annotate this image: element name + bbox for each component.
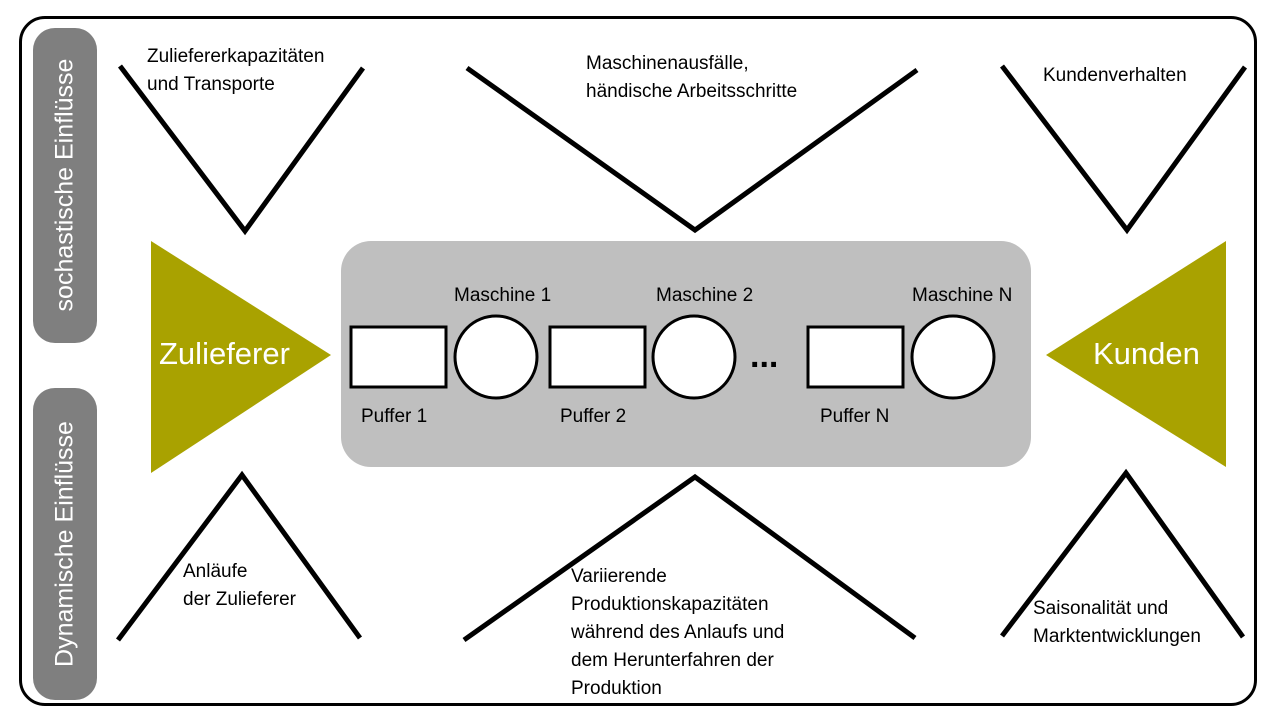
- top-left-v-shape: [118, 64, 366, 236]
- top-right-influence-line-1: Kundenverhalten: [1043, 65, 1187, 86]
- bottom-left-caret-shape: [116, 470, 363, 642]
- top-right-v-shape: [1000, 64, 1248, 235]
- buffer-n-box: [806, 325, 905, 389]
- top-center-influence-line-1: Maschinenausfälle,: [586, 53, 749, 74]
- machine-2-label: Maschine 2: [656, 285, 754, 306]
- machine-2-circle: [651, 314, 737, 400]
- machine-n-label: Maschine N: [912, 285, 1013, 306]
- top-center-influence-line-2: händische Arbeitsschritte: [586, 81, 798, 102]
- buffer-2-label: Puffer 2: [560, 406, 627, 427]
- buffer-1-box: [349, 325, 448, 389]
- dynamic-influences-pill: [33, 388, 97, 700]
- top-center-v-shape: [465, 65, 919, 234]
- customer-label: Kunden: [1093, 336, 1200, 371]
- bottom-left-influence-line-1: Anläufe: [183, 561, 248, 582]
- machine-n-circle: [910, 314, 996, 400]
- bottom-center-influence-line-5: Produktion: [571, 678, 662, 699]
- bottom-center-influence-line-2: Produktionskapazitäten: [571, 594, 769, 615]
- buffer-n-label: Puffer N: [820, 406, 890, 427]
- bottom-right-influence-line-2: Marktentwicklungen: [1033, 626, 1201, 647]
- machine-1-circle: [453, 314, 539, 400]
- stochastic-influences-pill: [33, 28, 97, 343]
- outer-frame: [19, 16, 1257, 706]
- process-ellipsis: ...: [750, 337, 779, 375]
- buffer-2-box: [548, 325, 647, 389]
- bottom-center-influence-line-3: während des Anlaufs und: [571, 622, 785, 643]
- top-left-influence-line-2: und Transporte: [147, 74, 275, 95]
- top-left-influence-line-1: Zuliefererkapazitäten: [147, 46, 325, 67]
- supplier-label: Zulieferer: [159, 336, 290, 371]
- bottom-center-caret-shape: [462, 473, 917, 643]
- buffer-1-label: Puffer 1: [361, 406, 428, 427]
- bottom-center-influence-line-1: Variierende: [571, 566, 667, 587]
- machine-1-label: Maschine 1: [454, 285, 552, 306]
- bottom-right-influence-line-1: Saisonalität und: [1033, 598, 1169, 619]
- supplier-triangle: [151, 241, 331, 473]
- bottom-center-influence-line-4: dem Herunterfahren der: [571, 650, 774, 671]
- bottom-left-influence-line-2: der Zulieferer: [183, 589, 296, 610]
- customer-triangle: [1046, 241, 1226, 467]
- bottom-right-caret-shape: [1000, 468, 1246, 639]
